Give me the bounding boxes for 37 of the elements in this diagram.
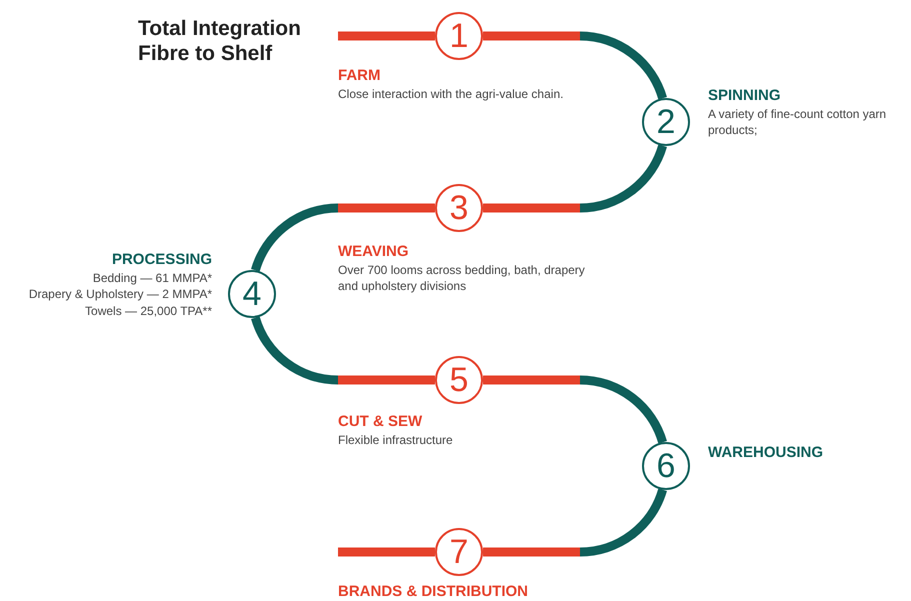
step-heading: BRANDS & DISTRIBUTION [338,582,529,601]
step-heading: SPINNING [708,86,782,106]
step-circle [642,98,690,146]
step-heading: CUT & SEW [338,412,424,432]
path-line [483,32,667,100]
step-heading: FARM [338,66,382,86]
step-circle [435,184,483,232]
path-line [483,376,667,444]
step-circle [642,442,690,490]
step-description: A variety of fine-count cotton yarn products; [708,106,888,140]
path-line [338,548,435,556]
step-number: 6 [656,449,676,483]
step-number: 1 [450,19,468,53]
path-line [483,488,667,556]
step-description: Towels — 25,000 TPA** [84,303,212,320]
step-description: Bedding — 61 MMPA* [92,270,212,286]
step-description: Drapery & Upholstery — 2 MMPA* [28,286,212,304]
step-heading: WEAVING [338,242,410,262]
step-number: 2 [656,105,676,139]
step-description: Flexible infrastructure [338,432,454,448]
path-line [251,204,435,272]
step-circle [435,356,483,404]
step-circle [435,12,483,60]
step-number: 7 [450,535,468,569]
diagram-title: Total Integration Fibre to Shelf [138,16,302,66]
step-heading: PROCESSING [110,250,212,270]
step-number: 4 [242,277,262,311]
step-number: 5 [450,363,468,397]
step-circle [228,270,276,318]
path-line [251,316,435,384]
step-description: Close interaction with the agri-value chain. [338,86,564,102]
step-number: 3 [450,191,468,225]
step-heading: WAREHOUSING [708,443,824,462]
path-line [338,32,435,40]
step-description: Over 700 looms across bedding, bath, drapery and upholstery divisions [338,262,586,296]
path-line [483,144,667,212]
step-circle [435,528,483,576]
